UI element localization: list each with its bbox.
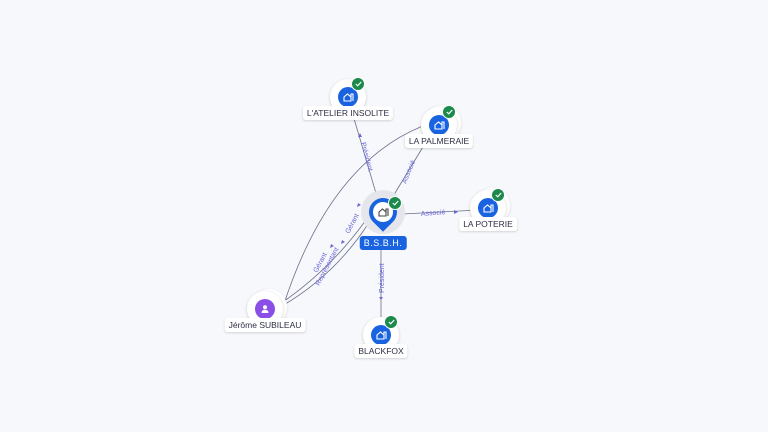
- edge-label-president-blackfox: Président: [379, 263, 386, 293]
- building-icon: [429, 115, 449, 135]
- verified-check-icon: [388, 196, 402, 210]
- node-la-palmeraie[interactable]: LA PALMERAIE: [404, 105, 474, 148]
- edge-jerome-palmeraie: [282, 123, 429, 308]
- building-icon: [371, 325, 391, 345]
- edge-arrow: [379, 297, 383, 300]
- edge-arrow: [454, 210, 458, 214]
- edge-label-associe-poterie: Associé: [421, 209, 446, 218]
- building-icon: [373, 202, 393, 222]
- node-label: BLACKFOX: [354, 344, 408, 358]
- edge-arrow: [341, 240, 345, 244]
- node-jerome-subileau[interactable]: Jérôme SUBILEAU: [224, 289, 306, 332]
- edge-jerome-center-2: [281, 223, 369, 307]
- edge-arrow: [358, 133, 362, 137]
- verified-check-icon: [491, 188, 505, 202]
- node-blackfox[interactable]: BLACKFOX: [354, 315, 408, 358]
- edge-center-atelier: [349, 104, 379, 201]
- person-icon: [255, 299, 275, 319]
- edge-arrow: [330, 244, 334, 248]
- edge-label-gerant-center: Gérant: [345, 213, 361, 235]
- node-latelier-insolite[interactable]: L'ATELIER INSOLITE: [302, 77, 394, 120]
- building-icon: [338, 87, 358, 107]
- edge-arrow: [357, 203, 361, 207]
- node-label: Jérôme SUBILEAU: [224, 318, 306, 332]
- node-la-poterie[interactable]: LA POTERIE: [459, 188, 517, 231]
- node-label: L'ATELIER INSOLITE: [302, 106, 394, 120]
- verified-check-icon: [384, 315, 398, 329]
- building-icon: [478, 198, 498, 218]
- node-label: LA PALMERAIE: [404, 134, 474, 148]
- verified-check-icon: [442, 105, 456, 119]
- edge-label-associe-palmeraie: Associé: [401, 159, 417, 184]
- edge-jerome-center: [279, 219, 367, 305]
- center-node-label: B.S.B.H.: [359, 236, 407, 250]
- edge-center-poterie: [402, 209, 479, 215]
- node-label: LA POTERIE: [459, 217, 517, 231]
- verified-check-icon: [351, 77, 365, 91]
